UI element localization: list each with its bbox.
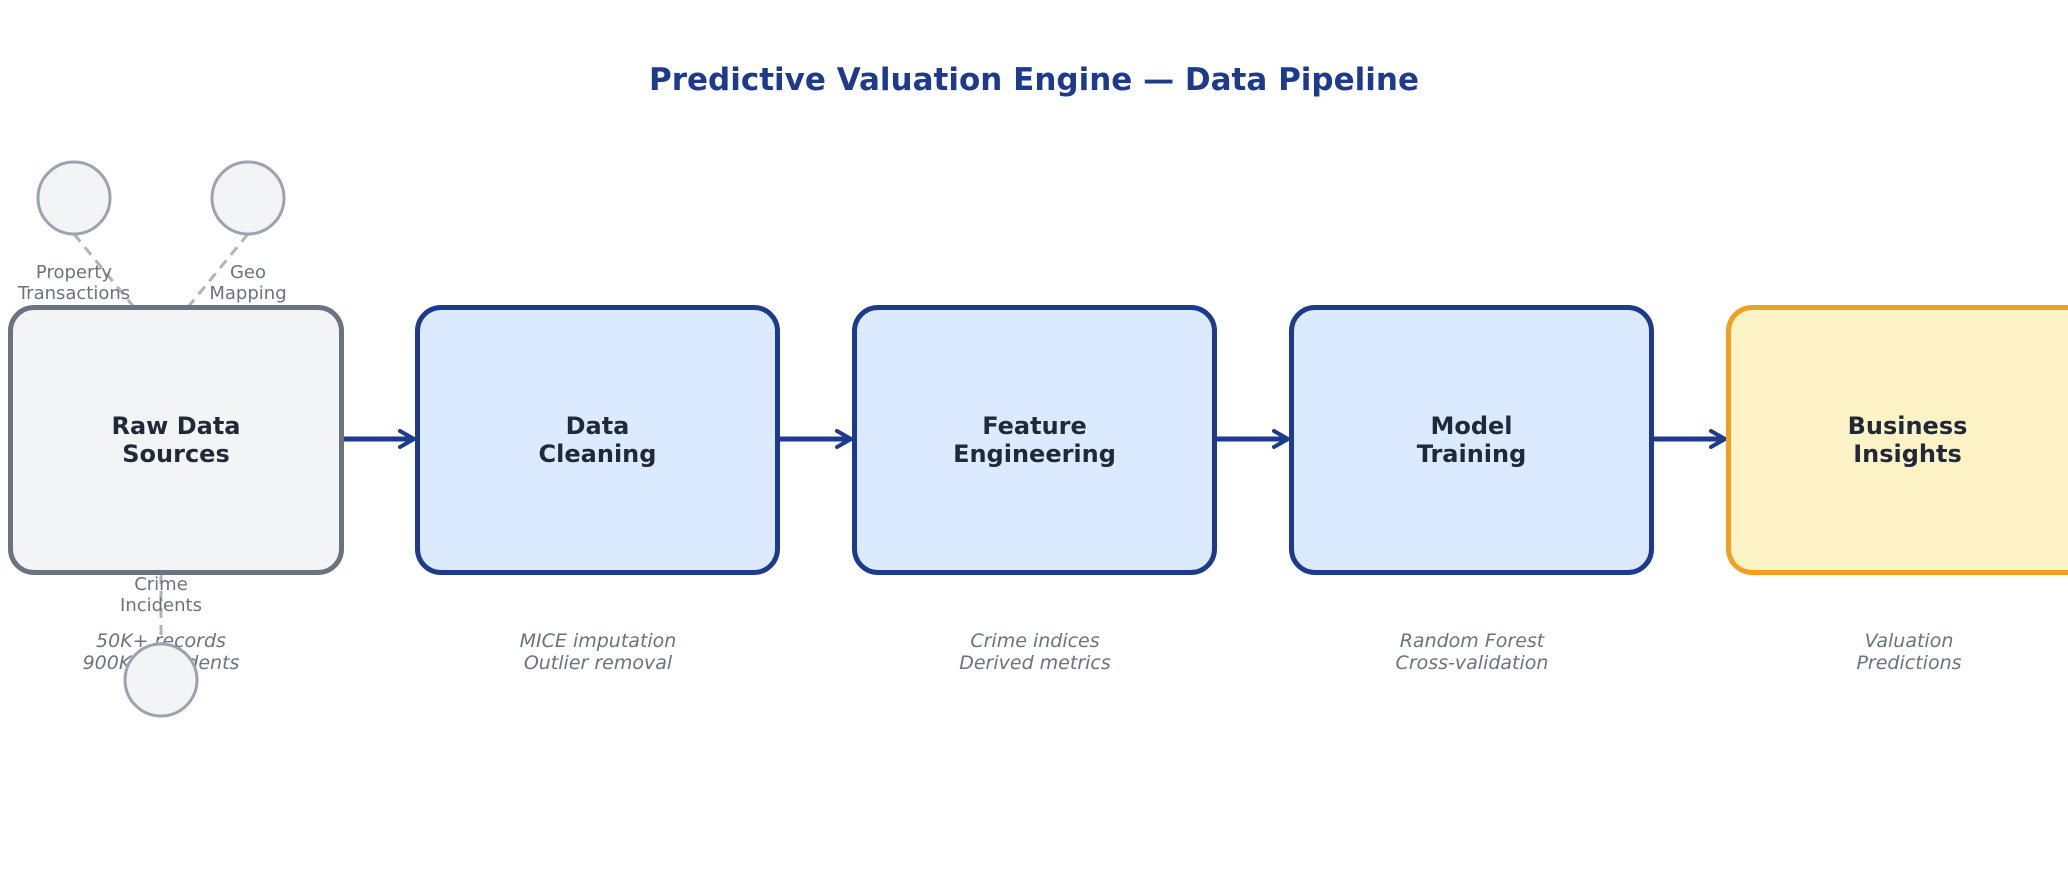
source-node-property [36,160,112,236]
stage-label: Model Training [1416,412,1527,468]
source-label-crime: Crime Incidents [120,574,202,616]
stage-label: Business Insights [1847,412,1968,468]
source-node-geo [210,160,286,236]
stage-note-raw: 50K+ records 900K+ incidents [82,630,240,674]
source-label-property: Property Transactions [17,262,131,304]
connector-geo [159,233,250,341]
stage-business-insights: Business Insights [1726,305,2068,575]
stage-feature-engineering: Feature Engineering [852,305,1217,575]
stage-note-cleaning: MICE imputation Outlier removal [519,630,677,674]
stage-model-training: Model Training [1289,305,1654,575]
diagram-title: Predictive Valuation Engine — Data Pipel… [649,62,1419,98]
stage-note-training: Random Forest Cross-validation [1395,630,1549,674]
stage-data-cleaning: Data Cleaning [415,305,780,575]
stage-label: Raw Data Sources [111,412,241,468]
stage-note-features: Crime indices Derived metrics [959,630,1111,674]
stage-label: Data Cleaning [538,412,657,468]
stage-note-insights: Valuation Predictions [1856,630,1962,674]
connector-property [72,233,163,341]
stage-raw-data-sources: Raw Data Sources [8,305,344,575]
source-label-geo: Geo Mapping [209,262,287,304]
stage-label: Feature Engineering [953,412,1116,468]
